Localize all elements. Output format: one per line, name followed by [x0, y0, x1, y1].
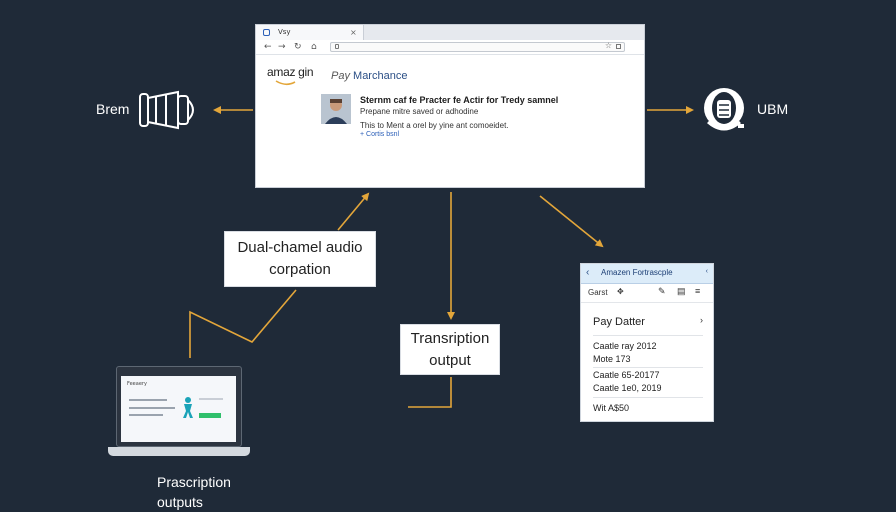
laptop-list-line	[129, 407, 175, 409]
page-title-prefix: Pay	[331, 70, 350, 82]
transcription-box: Transription output	[400, 324, 500, 375]
panel-row: Caatle 65-20177	[593, 370, 660, 380]
message-subline: Prepane mitre saved or adhodine	[360, 107, 479, 116]
message-body: This to Ment a orel by yine ant comoeide…	[360, 121, 509, 130]
panel-header: ‹ Amazen Fortrascple ‹	[581, 264, 713, 284]
panel-search-label[interactable]: Garst	[588, 288, 608, 297]
panel-more-icon[interactable]: ‹	[705, 268, 708, 275]
browser-window: Vsy × ← → ↻ ⌂ ☆ amaz gin Pay Marchance S…	[255, 24, 645, 188]
arrow-browser-to-panel	[539, 195, 604, 248]
dual-channel-line-2: corpation	[269, 261, 331, 278]
panel-section-title[interactable]: Pay Datter	[593, 316, 645, 328]
transcription-line-1: Transription	[410, 330, 490, 347]
nav-bar: ← → ↻ ⌂ ☆	[256, 40, 644, 55]
panel-row: Caatle ray 2012	[593, 341, 657, 351]
bottom-label: Prascription outputs	[157, 472, 231, 512]
dual-channel-line-1: Dual-chamel audio	[237, 239, 363, 256]
puzzle-icon[interactable]: ✥	[617, 287, 624, 296]
bottom-label-line-1: Prascription	[157, 474, 231, 490]
person-avatar-icon	[321, 94, 351, 124]
document-icon[interactable]: ▤	[677, 286, 686, 296]
chevron-right-icon[interactable]: ›	[700, 315, 703, 325]
lock-icon	[335, 44, 339, 49]
star-icon[interactable]: ☆	[604, 41, 612, 50]
panel-divider	[593, 335, 703, 336]
forward-arrow-icon[interactable]: →	[278, 42, 286, 52]
headset-microphone-icon	[704, 88, 744, 131]
arrow-box-to-browser	[337, 192, 370, 231]
right-label: UBM	[757, 101, 789, 117]
tab-label: Vsy	[278, 28, 291, 36]
left-label: Brem	[96, 101, 130, 117]
logo-smile-icon	[275, 80, 296, 86]
page-title-text: Marchance	[353, 70, 408, 82]
back-arrow-icon[interactable]: ←	[264, 42, 272, 52]
bottom-label-line-2: outputs	[157, 494, 203, 510]
reload-icon[interactable]: ↻	[294, 42, 302, 52]
message-link[interactable]: + Cortis bsnl	[360, 131, 400, 138]
laptop-field	[199, 398, 223, 400]
extension-icon[interactable]	[616, 44, 621, 49]
arrow-laptop-zigzag	[189, 289, 297, 358]
message-headline: Sternm caf fe Practer fe Actir for Tredy…	[360, 95, 559, 105]
home-icon[interactable]: ⌂	[311, 42, 317, 52]
favicon-icon	[263, 29, 270, 36]
panel-divider	[593, 367, 703, 368]
laptop-list-line	[129, 414, 163, 416]
laptop-list-line	[129, 399, 167, 401]
arrow-transcription-elbow	[408, 377, 452, 408]
panel-footer: Wit A$50	[593, 403, 630, 413]
tab-strip: Vsy ×	[256, 25, 644, 40]
person-figure-icon	[183, 397, 193, 418]
amazon-logo: amaz gin	[267, 65, 314, 79]
laptop-base	[108, 447, 250, 456]
dual-channel-box: Dual-chamel audio corpation	[224, 231, 376, 287]
page-title: Pay Marchance	[331, 70, 407, 82]
laptop-button	[199, 413, 221, 418]
browser-tab[interactable]: Vsy ×	[256, 25, 364, 40]
panel-toolbar: Garst ✥ ✎ ▤ ≡	[581, 284, 713, 303]
back-chevron-icon[interactable]: ‹	[586, 267, 590, 278]
avatar	[321, 94, 351, 124]
panel-divider	[593, 397, 703, 398]
transcription-line-2: output	[429, 352, 471, 369]
edit-icon[interactable]: ✎	[658, 286, 666, 296]
panel-row: Mote 173	[593, 354, 631, 364]
mobile-panel: ‹ Amazen Fortrascple ‹ Garst ✥ ✎ ▤ ≡ Pay…	[580, 263, 714, 422]
audio-speaker-icon	[139, 90, 194, 130]
tab-close-icon[interactable]: ×	[350, 28, 357, 37]
menu-icon[interactable]: ≡	[695, 286, 701, 296]
laptop-display	[121, 376, 236, 442]
panel-title: Amazen Fortrascple	[601, 268, 673, 277]
laptop-page-title: Feeaery	[127, 381, 147, 387]
address-bar[interactable]: ☆	[330, 41, 625, 52]
panel-row: Caatle 1e0, 2019	[593, 383, 662, 393]
